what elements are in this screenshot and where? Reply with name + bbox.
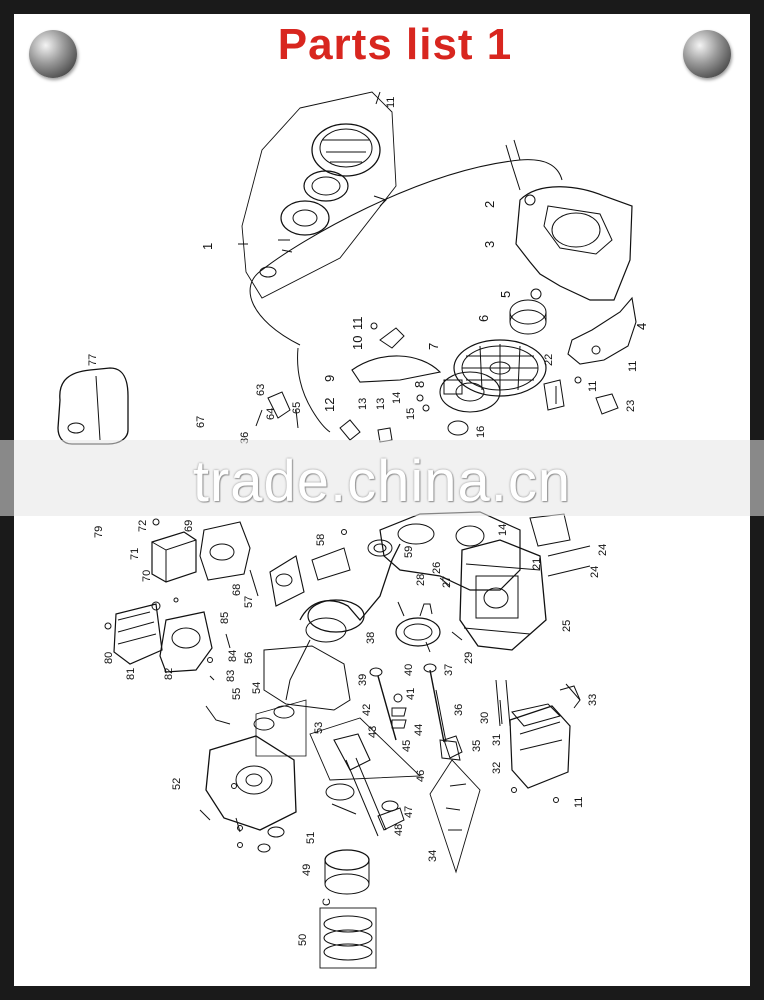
callout-label: 8 — [412, 381, 427, 388]
callout-label: 10 — [350, 336, 365, 350]
callout-label: 11 — [573, 797, 585, 808]
callout-label: 38 — [365, 632, 377, 644]
callout-label: 71 — [129, 548, 141, 560]
fuel-tank — [113, 601, 213, 673]
callout-label: 14 — [391, 392, 403, 404]
callout-label: 64 — [265, 408, 277, 420]
callout-label: 39 — [357, 674, 369, 686]
gray-sphere-icon — [29, 30, 77, 78]
callout-label: 80 — [103, 652, 115, 664]
callout-label: 55 — [231, 688, 243, 700]
callout-label: 30 — [479, 712, 491, 724]
callout-label: 11 — [627, 361, 639, 372]
callout-label: C — [321, 898, 333, 906]
callout-label: 63 — [255, 384, 267, 396]
callout-label: 29 — [463, 652, 475, 664]
callout-label: 47 — [403, 806, 415, 818]
callout-label: 81 — [125, 668, 137, 680]
callout-label: 83 — [225, 670, 237, 682]
callout-label: 23 — [625, 400, 637, 412]
callout-label: 27 — [441, 576, 453, 588]
callout-label: 31 — [491, 734, 503, 746]
callout-label: 24 — [597, 544, 609, 556]
callout-label: 28 — [415, 574, 427, 586]
callout-label: 44 — [413, 724, 425, 736]
callout-label: 41 — [405, 688, 417, 700]
callout-label: 42 — [361, 704, 373, 716]
callout-label: 50 — [297, 934, 309, 946]
callout-label: 7 — [426, 343, 441, 350]
callout-label: 46 — [415, 770, 427, 782]
callout-label: 12 — [322, 398, 337, 412]
page-title: Parts list 1 — [277, 20, 513, 69]
callout-label: 52 — [171, 778, 183, 790]
callout-label: 26 — [431, 562, 443, 574]
callout-label: 11 — [350, 317, 365, 331]
callout-label: 84 — [227, 650, 239, 662]
callout-label: 5 — [498, 291, 513, 298]
crankcase-cover — [199, 735, 297, 833]
callout-label: 59 — [403, 546, 415, 558]
callout-label: 40 — [403, 664, 415, 676]
callout-label: 82 — [163, 668, 175, 680]
callout-label: 35 — [471, 740, 483, 752]
callout-label: 33 — [587, 694, 599, 706]
callout-label: 24 — [589, 566, 601, 578]
callout-label: 11 — [385, 97, 397, 108]
callout-label: 36 — [453, 704, 465, 716]
fan-cover — [505, 139, 633, 301]
callout-label: 4 — [634, 323, 649, 330]
callout-label: 69 — [183, 520, 195, 532]
callout-label: 22 — [543, 354, 555, 366]
callout-label: 13 — [375, 398, 387, 410]
callout-label: 9 — [322, 375, 337, 382]
callout-label: 70 — [141, 570, 153, 582]
watermark: trade.china.cn — [192, 449, 572, 514]
callout-label: 25 — [561, 620, 573, 632]
callout-label: 68 — [231, 584, 243, 596]
callout-label: 13 — [357, 398, 369, 410]
callout-label: 1 — [200, 243, 215, 250]
callout-label: 11 — [587, 381, 599, 392]
callout-label: 37 — [443, 664, 455, 676]
callout-label: 85 — [219, 612, 231, 624]
callout-label: 43 — [367, 726, 379, 738]
callout-label: 51 — [305, 832, 317, 844]
callout-label: 45 — [401, 740, 413, 752]
callout-label: 32 — [491, 762, 503, 774]
recoil-starter-assembly — [238, 91, 397, 299]
watermark-band — [0, 440, 764, 516]
callout-label: 49 — [301, 864, 313, 876]
gray-sphere-icon — [683, 30, 731, 78]
cylinder-head — [459, 539, 547, 651]
crankshaft — [285, 539, 401, 701]
callout-label: 15 — [405, 408, 417, 420]
callout-label: 53 — [313, 722, 325, 734]
callout-label: 58 — [315, 534, 327, 546]
callout-label: 16 — [475, 426, 487, 438]
callout-label: 67 — [195, 416, 207, 428]
air-guide-plate — [567, 296, 637, 365]
callout-label: 14 — [497, 524, 509, 536]
callout-label: 21 — [531, 558, 543, 570]
callout-label: 79 — [93, 526, 105, 538]
air-cleaner — [151, 518, 251, 583]
callout-label: 56 — [243, 652, 255, 664]
callout-label: 2 — [482, 201, 497, 208]
callout-label: 6 — [476, 315, 491, 322]
callout-label: 72 — [137, 520, 149, 532]
callout-label: 54 — [251, 682, 263, 694]
callout-label: 3 — [482, 241, 497, 248]
callout-label: 48 — [393, 824, 405, 836]
callout-label: 77 — [87, 354, 99, 366]
callout-label: 65 — [291, 402, 303, 414]
callout-label: 34 — [427, 850, 439, 862]
callout-label: 57 — [243, 596, 255, 608]
